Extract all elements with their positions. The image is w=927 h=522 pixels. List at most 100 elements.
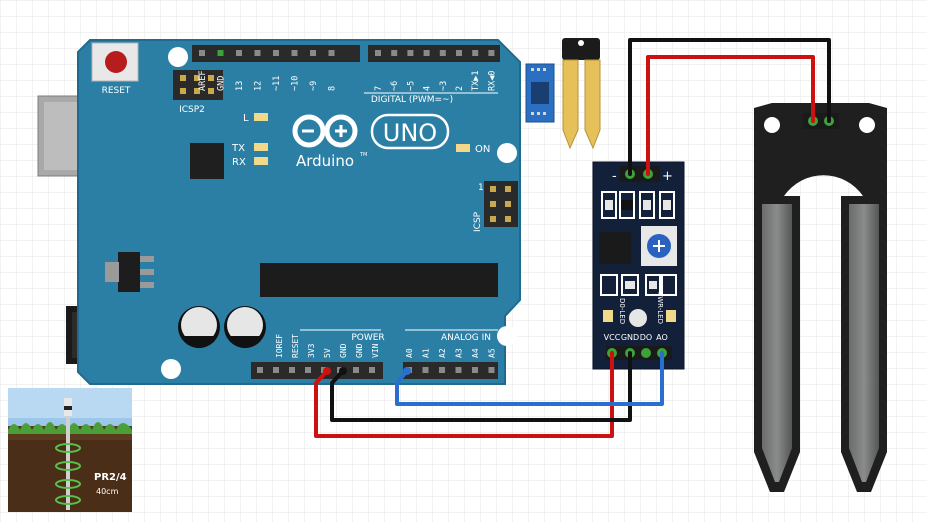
digital-pin-label: ~9: [309, 81, 319, 91]
uno-text: UNO: [383, 119, 437, 147]
power-pin: [353, 367, 359, 373]
digital-pin: [254, 50, 261, 56]
analog-pin: [439, 367, 445, 373]
digital-pin: [488, 50, 495, 56]
analog-header: [403, 362, 498, 379]
digital-pin-label: GND: [217, 76, 227, 91]
digital-pin-label: RX◀0: [487, 71, 497, 91]
digital-pin-label: ~5: [406, 81, 416, 91]
digital-pin-label: ~6: [390, 81, 400, 91]
wire-probe-black: [628, 38, 831, 176]
lm393-chip: [599, 232, 631, 264]
module-minus-label: -: [612, 169, 617, 184]
mounting-hole: [497, 326, 517, 346]
digital-header-right: [368, 45, 500, 62]
digital-pin: [375, 50, 381, 56]
power-header: [251, 362, 383, 379]
power-pin-label: RESET: [291, 334, 300, 358]
digital-pin-label: ~11: [272, 76, 282, 91]
analog-pin: [422, 367, 429, 373]
digital-pin: [236, 50, 242, 56]
usb-chip: [190, 143, 224, 179]
module-pin-label: DO: [640, 333, 652, 342]
digital-pin-label: 13: [235, 81, 245, 91]
digital-pin-label: 2: [455, 86, 465, 91]
led-l: [254, 113, 268, 121]
capacitor: [178, 306, 220, 349]
pwr-led: [666, 310, 676, 322]
module-pin-label: GND: [621, 333, 639, 342]
analog-pin-label: A4: [471, 348, 480, 358]
mini-soil-probe: [562, 38, 601, 150]
board-body: [77, 39, 521, 385]
atmega-chip: [260, 263, 498, 297]
capacitor: [224, 306, 266, 349]
analog-pin-label: A0: [405, 348, 414, 358]
power-pin: [257, 367, 263, 373]
digital-pin: [328, 50, 335, 56]
power-pin: [305, 367, 311, 373]
digital-pin: [407, 50, 414, 56]
power-pin-label: 3V3: [307, 343, 316, 358]
analog-pin-label: A3: [455, 348, 464, 358]
icsp-label: ICSP: [473, 211, 483, 232]
d0-led: [603, 310, 613, 322]
power-pin-label: IOREF: [275, 334, 284, 358]
digital-pin: [291, 50, 298, 56]
led-tx: [254, 143, 268, 151]
icsp2-label: ICSP2: [179, 105, 205, 115]
mounting-hole: [497, 143, 517, 163]
digital-label: DIGITAL (PWM=~): [371, 95, 453, 105]
digital-pin: [217, 50, 224, 56]
power-pin-label: 5V: [323, 348, 332, 358]
wire-vcc-5v: [314, 351, 614, 438]
module-plus-label: +: [662, 169, 673, 184]
module-pin: [641, 348, 651, 358]
icsp-header: [484, 181, 518, 227]
digital-pin-label: 7: [374, 86, 384, 91]
small-sensor-board: [525, 63, 555, 123]
analog-pin: [472, 367, 478, 373]
measurement-rings: [55, 443, 81, 505]
digital-pin: [423, 50, 430, 56]
digital-pin-label: AREF: [198, 71, 208, 91]
analog-pin: [455, 367, 462, 373]
module-pin-label: VCC: [604, 333, 621, 342]
led-l-label: L: [243, 113, 249, 124]
analog-pin-label: A1: [422, 348, 431, 358]
mounting-hole: [168, 47, 188, 67]
digital-pin-label: 12: [254, 81, 264, 91]
analog-pin: [488, 367, 495, 373]
analog-pin-label: A5: [488, 348, 497, 358]
reset-label: RESET: [102, 86, 131, 96]
digital-pin-label: TX▶1: [471, 71, 481, 91]
digital-pin-label: 4: [423, 86, 433, 91]
module-pin-label: AO: [656, 333, 668, 342]
d0-led-label: D0-LED: [618, 298, 626, 324]
analog-label: ANALOG IN: [441, 333, 491, 343]
voltage-regulator: [118, 252, 140, 292]
svg-text:TM: TM: [359, 152, 367, 158]
digital-pin: [391, 50, 398, 56]
analog-pin-label: A2: [438, 348, 447, 358]
arduino-logo-text: Arduino: [296, 152, 354, 170]
digital-pin-label: ~10: [291, 76, 301, 91]
photo-sublabel: 40cm: [96, 487, 119, 496]
power-pin-label: GND: [339, 343, 348, 358]
digital-pin: [273, 50, 279, 56]
power-label: POWER: [351, 333, 384, 343]
led-rx: [254, 157, 268, 165]
comparator-module: - + D0-LED PWR-LE: [592, 161, 685, 370]
led-on: [456, 144, 470, 152]
wire-probe-red: [646, 55, 815, 176]
probe-photo-inset: PR2/4 40cm: [8, 388, 132, 512]
arduino-logo: [292, 114, 358, 148]
uno-badge: [370, 113, 450, 150]
wire-gnd: [330, 351, 632, 422]
digital-pin-label: ~3: [439, 81, 449, 91]
power-pin-label: VIN: [371, 343, 380, 358]
led-on-label: ON: [475, 144, 490, 155]
svg-text:1: 1: [478, 183, 484, 193]
